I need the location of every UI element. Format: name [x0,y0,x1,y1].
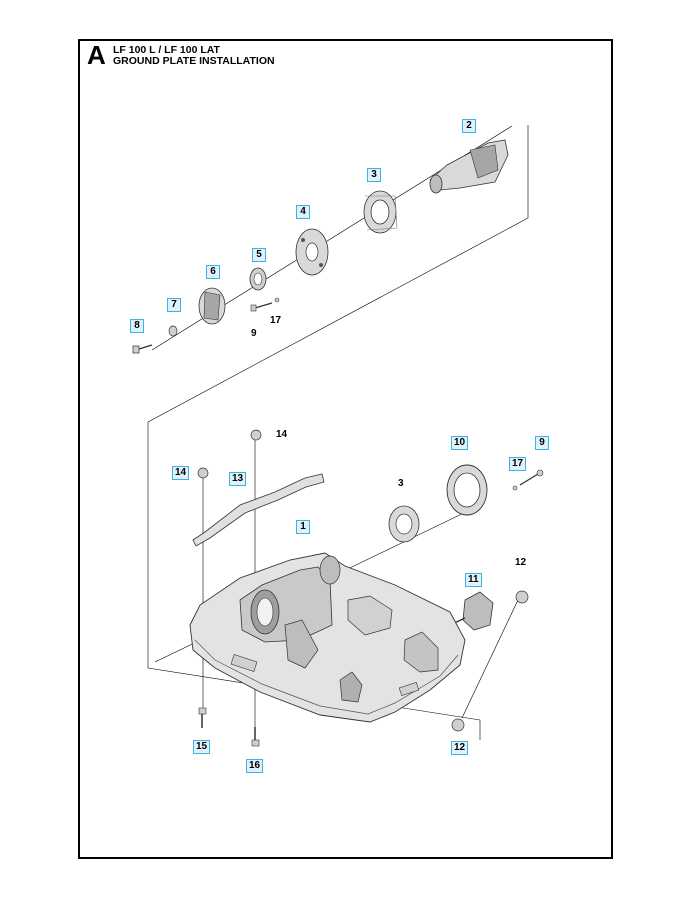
nut-part-12-top [515,590,529,604]
callout-4: 4 [296,205,310,219]
bolt-part-8 [132,344,153,354]
callout-13: 13 [229,472,247,486]
bolt-part-15 [198,707,207,728]
bearing-part-3-lower [388,505,420,543]
callout-8: 8 [130,319,144,333]
nut-part-14-top [250,429,262,441]
callout-6: 6 [206,265,220,279]
seal-ring-part-5 [249,267,267,291]
bearing-part-3-upper [363,190,398,234]
bearing-cover-part-4 [295,228,329,276]
callout-14-boxed: 14 [172,466,190,480]
callout-3-upper: 3 [367,168,381,182]
callout-3-lower: 3 [398,478,404,489]
screw-part-9-lower [512,469,544,491]
callout-12-boxed: 12 [451,741,469,755]
ground-plate-part-1 [189,552,466,723]
section-letter: A [87,40,106,70]
upper-plane-outline [147,125,529,423]
callout-2: 2 [462,119,476,133]
shaft-part-2 [429,139,509,194]
callout-17-upper: 17 [270,315,282,326]
screw-part-9-upper [250,297,280,312]
callout-16: 16 [246,759,264,773]
drawing-frame [78,39,613,859]
title-line-1: LF 100 L / LF 100 LAT [113,44,220,56]
callout-11: 11 [465,573,482,587]
title-line-2: GROUND PLATE INSTALLATION [113,55,275,67]
callout-14-plain: 14 [276,429,288,440]
eccentric-weight-part-6 [198,287,226,325]
washer-part-7 [168,325,178,337]
callout-12-plain: 12 [515,557,527,568]
callout-1: 1 [296,520,310,534]
nut-part-12-bottom [451,718,465,732]
callout-9-lower: 9 [535,436,549,450]
callout-5: 5 [252,248,266,262]
bracket-part-13 [192,473,325,547]
callout-10: 10 [451,436,469,450]
buffer-axis [461,599,519,719]
callout-15: 15 [193,740,211,754]
nut-part-14-left [197,467,209,479]
callout-17-lower: 17 [509,457,527,471]
callout-7: 7 [167,298,181,312]
page-title: LF 100 L / LF 100 LAT GROUND PLATE INSTA… [113,45,275,67]
ring-part-10 [446,464,488,516]
callout-9-upper: 9 [251,328,257,339]
bolt-part-16 [251,727,260,747]
buffer-part-11 [447,591,494,631]
